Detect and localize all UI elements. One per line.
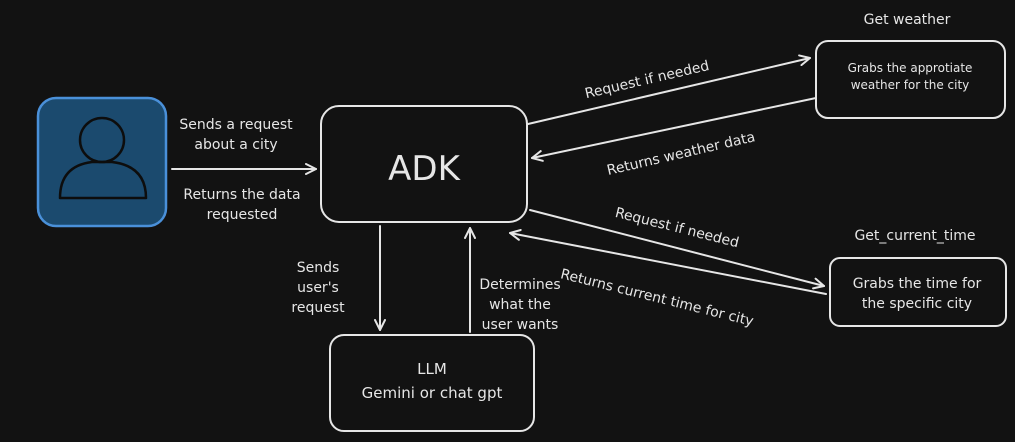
edge-adk-to-user-label-1: Returns the data: [183, 187, 300, 203]
llm-node[interactable]: LLM Gemini or chat gpt: [329, 334, 535, 432]
edge-user-to-adk-label-2: about a city: [194, 137, 277, 153]
llm-model-label: Gemini or chat gpt: [362, 384, 503, 402]
edge-adk-to-user-label-2: requested: [207, 207, 278, 223]
edge-llm-to-adk-label-2: what the: [489, 297, 551, 313]
edge-adk-to-llm-label-1: Sends: [297, 260, 340, 276]
get-weather-node[interactable]: Get weather Grabs the approtiate weather…: [815, 12, 1006, 119]
adk-node[interactable]: ADK: [320, 105, 528, 223]
user-node[interactable]: [36, 96, 168, 228]
adk-label: ADK: [388, 149, 461, 189]
get-weather-title: Get weather: [864, 12, 951, 28]
edge-adk-to-user: Returns the data requested: [183, 187, 300, 223]
edge-llm-to-adk: Determines what the user wants: [464, 227, 561, 333]
user-icon: [58, 116, 148, 200]
edge-user-to-adk: Sends a request about a city: [171, 117, 317, 175]
edge-llm-to-adk-label-1: Determines: [479, 277, 560, 293]
get-weather-desc-2: weather for the city: [851, 78, 970, 92]
edge-adk-to-llm-label-2: user's: [297, 280, 339, 296]
edge-user-to-adk-label-1: Sends a request: [179, 117, 293, 133]
edge-time-to-adk-label: Returns current time for city: [559, 266, 755, 329]
llm-label: LLM: [417, 360, 447, 378]
get-current-time-desc-1: Grabs the time for: [853, 276, 982, 292]
edge-adk-to-time-label: Request if needed: [613, 205, 740, 251]
edge-llm-to-adk-label-3: user wants: [482, 317, 559, 333]
edge-adk-to-llm: Sends user's request: [291, 225, 386, 331]
get-current-time-node[interactable]: Get_current_time Grabs the time for the …: [829, 228, 1007, 327]
edge-adk-to-weather: Request if needed: [527, 54, 811, 125]
get-current-time-desc-2: the specific city: [862, 296, 972, 312]
edge-adk-to-llm-label-3: request: [291, 300, 345, 316]
edge-weather-to-adk: Returns weather data: [531, 97, 817, 179]
get-current-time-title: Get_current_time: [854, 228, 975, 244]
get-weather-desc-1: Grabs the approtiate: [848, 61, 973, 75]
